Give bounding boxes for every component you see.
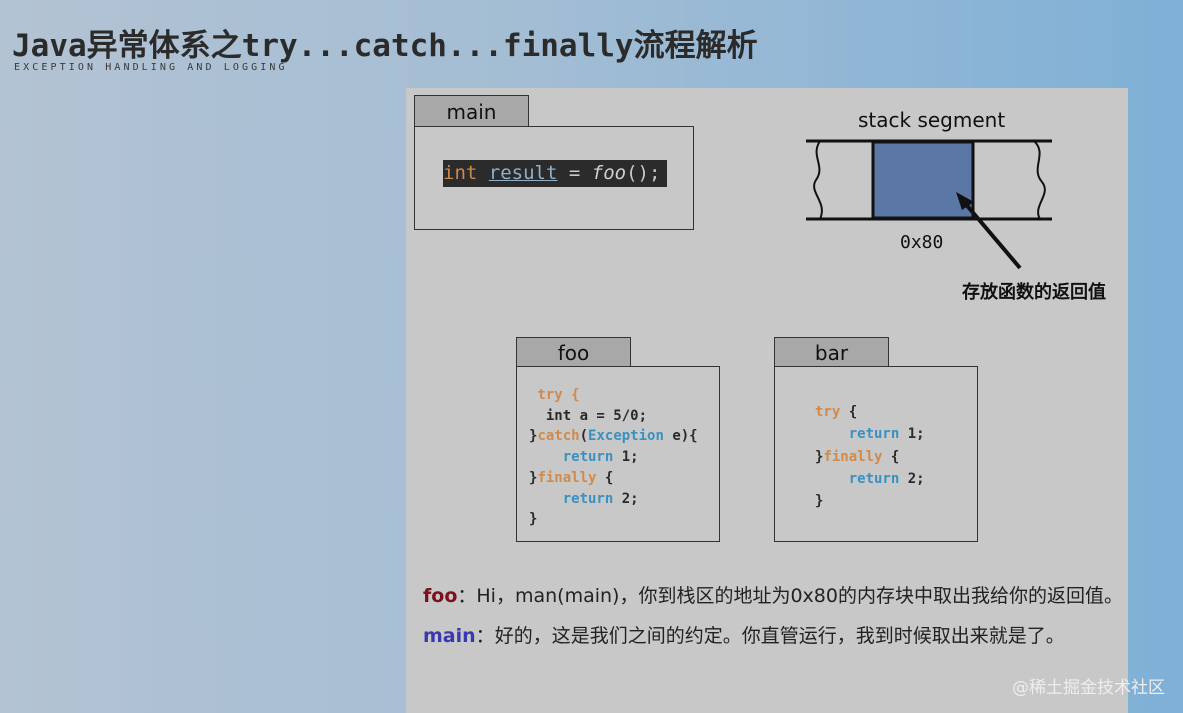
foo-code-token	[529, 491, 563, 507]
bar-code-token: }	[815, 448, 824, 465]
bar-code-line: return 2;	[815, 471, 925, 487]
dialog-foo-sep: ：	[457, 585, 477, 607]
stack-address: 0x80	[900, 232, 944, 253]
bar-code-token	[815, 471, 849, 487]
main-box: int result = foo();	[414, 126, 694, 230]
foo-code-token: return	[562, 449, 614, 466]
dialog-foo: foo：Hi，man(main)，你到栈区的地址为0x80的内存块中取出我给你的…	[423, 581, 1123, 608]
dialog-foo-text: Hi，man(main)，你到栈区的地址为0x80的内存块中取出我给你的返回值。	[476, 585, 1123, 607]
bar-box: try { return 1;}finally { return 2;}	[774, 366, 978, 542]
bar-code-token: try	[815, 404, 841, 420]
stack-arrow-shaft	[962, 200, 1022, 270]
foo-code-line: }catch(Exception e){	[529, 428, 698, 444]
foo-code-token: (	[579, 428, 589, 445]
foo-code-line: return 1;	[529, 449, 639, 465]
bar-tab: bar	[774, 337, 889, 367]
foo-tab: foo	[516, 337, 631, 367]
foo-code-token: {	[596, 469, 614, 486]
bar-code-token: finally	[823, 448, 883, 465]
foo-code-token: 1;	[613, 449, 639, 466]
foo-code-line: try {	[529, 387, 580, 403]
foo-code-token: }	[529, 428, 538, 445]
bar-code-token: {	[840, 404, 858, 420]
foo-code-token	[529, 449, 563, 465]
stack-segment-diagram	[806, 139, 1052, 270]
stack-arrow-head	[956, 192, 974, 210]
main-code-variable: result	[488, 162, 558, 184]
bar-code-token: 1;	[899, 426, 925, 443]
dialog-main-sep: ：	[475, 625, 495, 647]
foo-code-token: e){	[663, 428, 698, 445]
main-code-tail: ();	[626, 162, 661, 184]
bar-code-token: return	[848, 470, 900, 487]
bar-code-line: try {	[815, 404, 857, 420]
bar-code-token: {	[882, 448, 900, 465]
stack-right-break	[1033, 140, 1046, 220]
foo-code-line: int a = 5/0;	[529, 408, 647, 424]
slide-subtitle: EXCEPTION HANDLING AND LOGGING	[14, 62, 288, 73]
dialog-main: main：好的，这是我们之间的约定。你直管运行，我到时候取出来就是了。	[423, 621, 1065, 648]
foo-code-token: try {	[529, 387, 580, 403]
foo-code-token: 2;	[613, 490, 639, 507]
foo-code-token: catch	[537, 428, 580, 445]
bar-code-line: }finally {	[815, 449, 899, 465]
main-code-line: int result = foo();	[443, 160, 667, 187]
dialog-foo-speaker: foo	[423, 585, 458, 607]
bar-code-token	[815, 426, 849, 442]
bar-code-token: 2;	[899, 470, 925, 487]
foo-code-token: return	[562, 490, 614, 507]
main-code-function: foo	[591, 162, 627, 184]
stack-left-break	[813, 140, 823, 220]
foo-code-line: }	[529, 511, 537, 527]
diagram-panel: main int result = foo(); stack segment 0…	[406, 88, 1128, 713]
bar-code-token: return	[848, 426, 900, 443]
foo-code-token: Exception	[588, 428, 664, 445]
stack-segment-label: stack segment	[858, 108, 1006, 132]
main-code-operator: =	[557, 162, 592, 184]
foo-code-line: return 2;	[529, 491, 639, 507]
foo-code-line: }finally {	[529, 470, 613, 486]
foo-code-token: finally	[537, 469, 597, 486]
dialog-main-speaker: main	[423, 625, 476, 647]
main-code-keyword: int	[443, 162, 478, 184]
foo-code-token: }	[529, 511, 538, 528]
dialog-main-text: 好的，这是我们之间的约定。你直管运行，我到时候取出来就是了。	[494, 625, 1065, 647]
watermark: @稀土掘金技术社区	[1012, 678, 1165, 698]
bar-code-token: }	[815, 493, 824, 510]
main-tab: main	[414, 95, 529, 127]
bar-code-line: }	[815, 493, 823, 509]
foo-code-token: int a = 5/0;	[529, 407, 648, 424]
slide-title: Java异常体系之try...catch...finally流程解析	[12, 28, 758, 64]
bar-code-line: return 1;	[815, 426, 925, 442]
foo-box: try { int a = 5/0;}catch(Exception e){ r…	[516, 366, 720, 542]
stack-return-block	[871, 140, 975, 220]
foo-code-token: }	[529, 469, 538, 486]
stack-annotation: 存放函数的返回值	[962, 282, 1106, 303]
